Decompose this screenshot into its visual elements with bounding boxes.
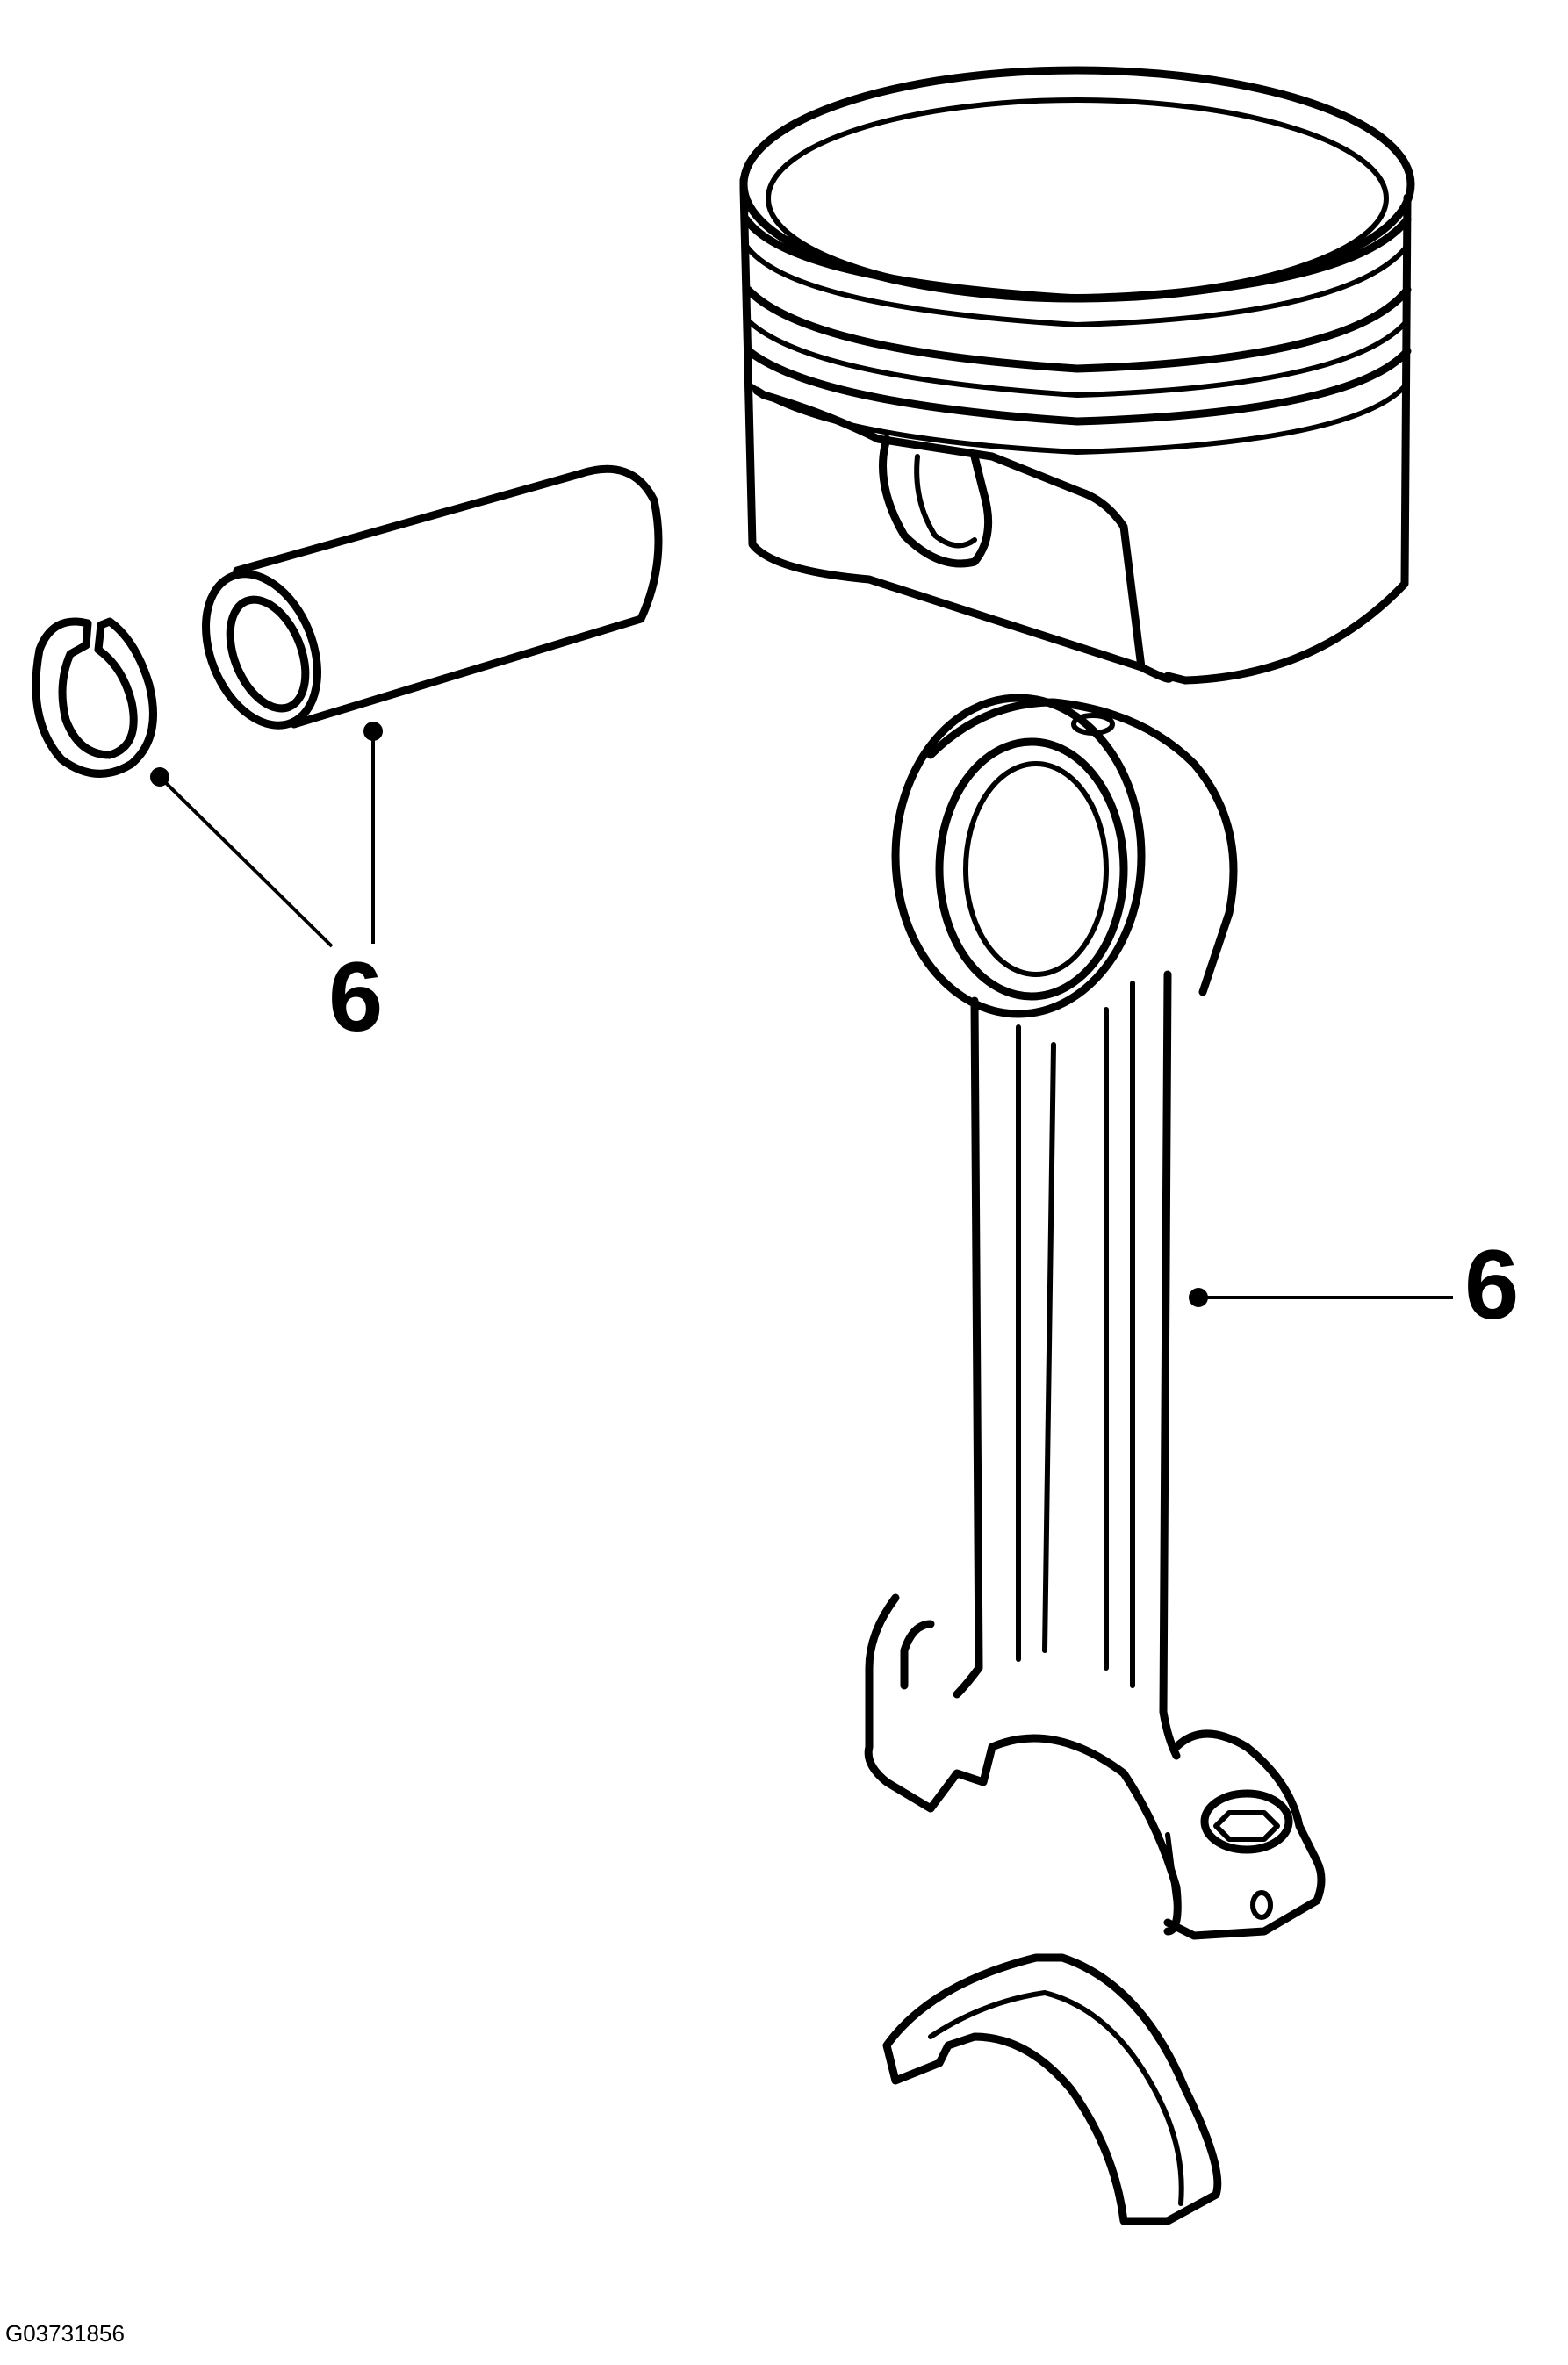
piston-pin [202, 464, 663, 730]
circlip [32, 617, 157, 778]
callout-label-left: 6 [328, 942, 384, 1052]
callout-leaders [150, 722, 1453, 1307]
bearing-shell [882, 1953, 1222, 2225]
figure-id: G03731856 [5, 2320, 125, 2347]
piston [739, 66, 1415, 685]
callout-label-right: 6 [1464, 1230, 1520, 1340]
connecting-rod [864, 694, 1326, 1940]
